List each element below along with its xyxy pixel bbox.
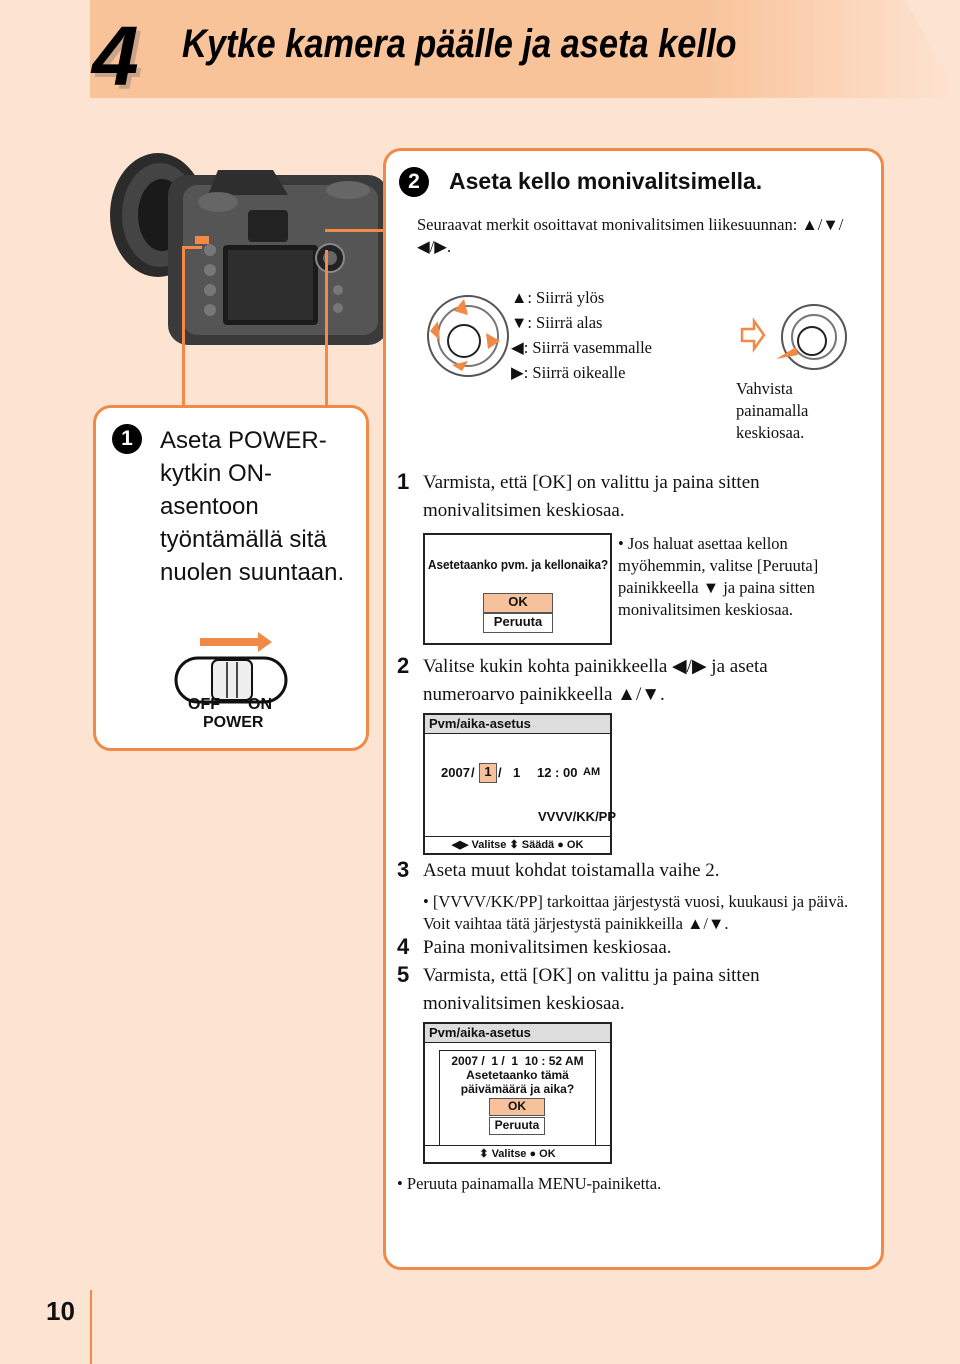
multi-selector-directions-icon	[427, 295, 509, 377]
lcd-cancel-button-2[interactable]: Peruuta	[489, 1117, 545, 1135]
note-later: • Jos haluat asettaa kellon myöhemmin, v…	[618, 534, 819, 619]
lcd-cancel-button[interactable]: Peruuta	[483, 613, 553, 633]
pointer-line-controller	[325, 250, 328, 407]
lcd-footer: ◀▶ Valitse ⬍ Säädä ● OK	[425, 836, 610, 853]
switch-on-label: ON	[248, 696, 272, 713]
pointer-line-power	[182, 248, 185, 406]
lcd-footer-2: ⬍ Valitse ● OK	[425, 1145, 610, 1162]
lcd-title-2: Pvm/aika-asetus	[425, 1024, 610, 1043]
lcd-hour: 12	[537, 765, 552, 780]
item3-text: Aseta muut kohdat toistamalla vaihe 2.	[423, 860, 720, 881]
step1-badge: 1	[112, 424, 142, 454]
switch-off-label: OFF	[188, 696, 220, 713]
lcd-format: VVVV/KK/PP	[538, 809, 617, 824]
lcd-month-field[interactable]: 1	[479, 763, 497, 783]
chapter-number: 4	[92, 9, 139, 103]
lcd-colon: :	[555, 765, 560, 780]
page-margin-line	[90, 1290, 92, 1364]
lcd-screen-confirm-datetime: Pvm/aika-asetus 2007 / 1 / 1 10 : 52 AM …	[423, 1022, 612, 1164]
page-number: 10	[46, 1296, 75, 1326]
item1-number: 1	[397, 469, 410, 494]
power-switch-icon	[174, 632, 288, 704]
note-format: • [VVVV/KK/PP] tarkoittaa järjestystä vu…	[423, 892, 849, 933]
lcd-screen-confirm: Asetetaanko pvm. ja kellonaika? OK Peruu…	[423, 533, 612, 645]
lcd-ok-button[interactable]: OK	[483, 593, 553, 613]
lcd-title: Pvm/aika-asetus	[425, 715, 610, 734]
header-corner-cut	[905, 0, 960, 98]
lcd-minute: 00	[563, 765, 578, 780]
step2-box: 2 Aseta kello monivalitsimella. Seuraava…	[383, 148, 884, 1270]
step2-intro: Seuraavat merkit osoittavat monivalitsim…	[417, 215, 844, 256]
lcd-question: Asetetaanko pvm. ja kellonaika?	[428, 557, 609, 572]
footer-note: • Peruuta painamalla MENU-painiketta.	[397, 1174, 662, 1193]
lcd-question-2: päivämäärä ja aika?	[460, 1082, 575, 1096]
pointer-line-power-top	[182, 246, 202, 249]
step2-badge: 2	[399, 167, 429, 197]
legend-right: ▶: Siirrä oikealle	[511, 363, 626, 382]
lcd-ok-button-2[interactable]: OK	[489, 1098, 545, 1116]
switch-power-label: POWER	[203, 714, 264, 731]
lcd-ampm: AM	[583, 766, 601, 778]
item5-text: Varmista, että [OK] on valittu ja paina …	[423, 965, 760, 1014]
lcd-sep1: /	[471, 765, 475, 780]
legend-up: ▲: Siirrä ylös	[511, 288, 605, 307]
step2-heading: Aseta kello monivalitsimella.	[449, 168, 763, 194]
legend-list: ▲: Siirrä ylös ▼: Siirrä alas ◀: Siirrä …	[511, 287, 652, 384]
confirm-text: Vahvista painamalla keskiosaa.	[736, 379, 809, 442]
camera-illustration	[110, 153, 388, 345]
lcd-question-1: Asetetaanko tämä	[466, 1068, 569, 1082]
item2-number: 2	[397, 653, 410, 678]
step1-box: 1 Aseta POWER-kytkin ON-asentoon työntäm…	[93, 405, 369, 751]
lcd-datetime: 2007 / 1 / 1 10 : 52 AM	[451, 1054, 584, 1068]
item2-text: Valitse kukin kohta painikkeella ◀/▶ ja …	[423, 656, 768, 705]
lcd-sep2: /	[498, 765, 502, 780]
multi-selector-press-icon	[740, 304, 847, 370]
lcd-year: 2007	[441, 765, 470, 780]
item4-number: 4	[397, 934, 410, 959]
lcd-screen-datetime: Pvm/aika-asetus 2007 / 1 / 1 12 : 00 AM …	[423, 713, 616, 855]
legend-left: ◀: Siirrä vasemmalle	[511, 338, 652, 357]
lcd-day: 1	[513, 765, 521, 780]
pointer-line-controller-top	[325, 229, 385, 232]
step1-text: Aseta POWER-kytkin ON-asentoon työntämäl…	[160, 427, 345, 586]
chapter-title: Kytke kamera päälle ja aseta kello	[182, 22, 737, 66]
legend-down: ▼: Siirrä alas	[511, 313, 603, 332]
item4-text: Paina monivalitsimen keskiosaa.	[423, 937, 672, 958]
item3-number: 3	[397, 857, 410, 882]
item5-number: 5	[397, 962, 410, 987]
item1-text: Varmista, että [OK] on valittu ja paina …	[423, 472, 760, 521]
